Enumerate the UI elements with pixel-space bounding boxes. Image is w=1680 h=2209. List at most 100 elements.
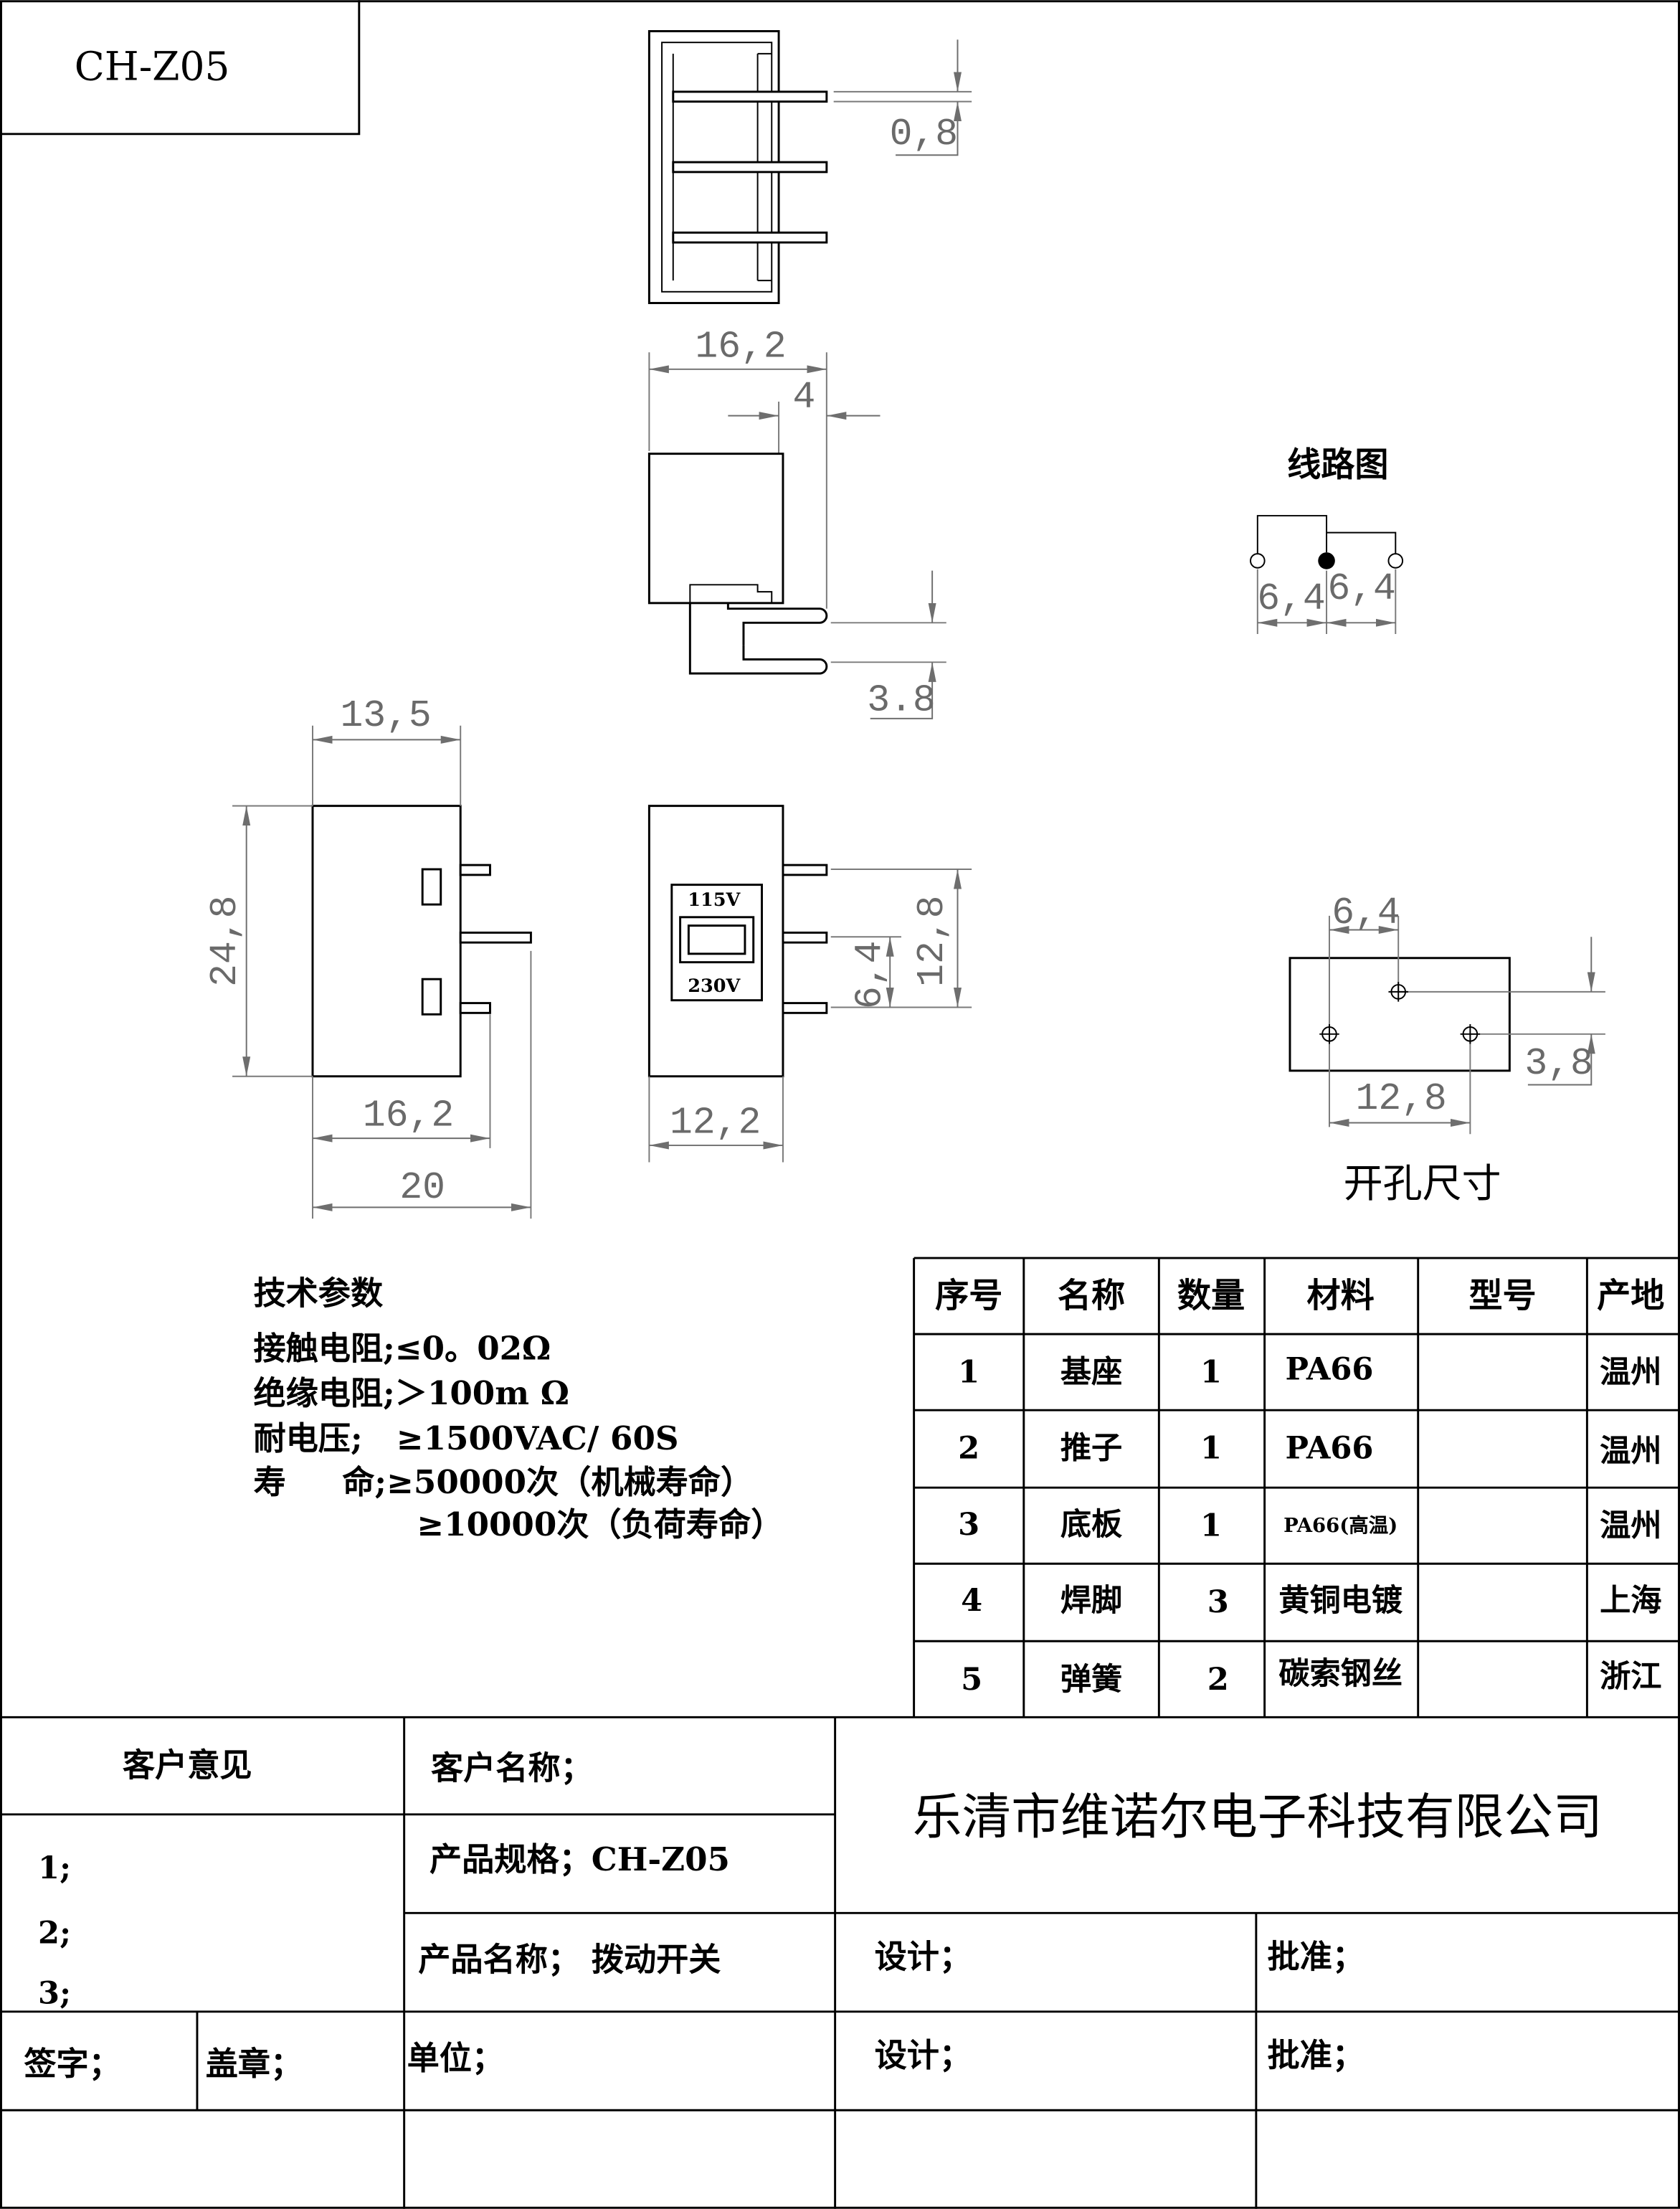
front-view-pin-2 <box>459 931 532 944</box>
customer-name-label: 客户名称； <box>431 1749 593 1787</box>
rear-view-pin-2 <box>782 931 828 944</box>
header-material: 材料 <box>1307 1277 1375 1316</box>
parts-table-header: 序号 名称 数量 材料 型号 产地 <box>935 1277 1664 1316</box>
cutout-title: 开孔尺寸 <box>1344 1160 1501 1206</box>
rear-view-pin-3 <box>782 1002 828 1014</box>
cell-origin: 温州 <box>1600 1508 1661 1544</box>
cell-qty: 2 <box>1207 1661 1229 1698</box>
header-no: 序号 <box>935 1277 1002 1316</box>
side-view-body <box>647 453 784 605</box>
header-qty: 数量 <box>1177 1277 1245 1316</box>
side-view-step <box>689 584 773 603</box>
approve-label-2: 批准； <box>1268 2036 1365 2074</box>
table-row: 3 底板 1 PA66(高温) 温州 <box>958 1506 1661 1544</box>
rear-pin-pitch-dimension: 6,4 <box>849 941 892 1009</box>
product-name-label: 产品名称； 拨动开关 <box>418 1941 721 1979</box>
cell-material: 黄铜电镀 <box>1278 1582 1403 1619</box>
mounting-hole-right <box>1460 1024 1481 1044</box>
side-length-dimension: 16,2 <box>695 325 786 368</box>
top-view: 0,8 <box>647 29 972 304</box>
voltage-label-115v: 115V <box>688 889 741 911</box>
tech-param-insulation-resistance: 绝缘电阻;＞100m Ω <box>254 1374 569 1412</box>
pin-thickness-dimension: 0,8 <box>890 113 958 156</box>
body-to-pin-dimension: 16,2 <box>363 1094 454 1137</box>
pin-pitch-dimension: 3.8 <box>867 678 935 722</box>
panel-cutout: 6,4 3,8 12,8 开孔尺寸 <box>1289 891 1605 1206</box>
signature-label: 签字； <box>24 2045 120 2083</box>
cell-qty: 3 <box>1207 1584 1229 1620</box>
pin-thickness-arrow-bottom <box>896 101 962 156</box>
tech-param-load-life: ≥10000次（负荷寿命） <box>417 1505 783 1543</box>
opinion-item-1: 1; <box>38 1850 71 1886</box>
circuit-terminal-common <box>1318 552 1335 569</box>
customer-opinion-heading: 客户意见 <box>123 1746 252 1784</box>
voltage-slider-knob <box>687 924 746 955</box>
top-view-pin-2 <box>672 161 828 174</box>
opinion-item-2: 2; <box>38 1914 71 1951</box>
cell-name: 基座 <box>1060 1354 1122 1391</box>
cell-material: PA66(高温) <box>1283 1514 1397 1537</box>
front-view-pin-1 <box>459 864 491 876</box>
cell-qty: 1 <box>1200 1508 1222 1544</box>
table-row: 4 焊脚 3 黄铜电镀 上海 <box>961 1582 1661 1620</box>
side-view-extension-lines <box>648 352 946 663</box>
cell-material: PA66 <box>1285 1430 1373 1467</box>
front-width-dimension: 13,5 <box>340 694 431 737</box>
cell-origin: 温州 <box>1600 1354 1661 1391</box>
cell-qty: 1 <box>1200 1430 1222 1467</box>
front-height-dimension: 24,8 <box>204 896 247 987</box>
front-view-pin-3 <box>459 1002 491 1014</box>
cell-origin: 温州 <box>1600 1433 1661 1470</box>
header-model: 型号 <box>1468 1277 1536 1316</box>
cell-no: 1 <box>958 1354 979 1391</box>
cell-qty: 1 <box>1200 1354 1222 1391</box>
cell-name: 底板 <box>1060 1506 1123 1543</box>
design-label-2: 设计； <box>875 2036 972 2074</box>
technical-parameters: 技术参数 接触电阻;≤0。02Ω 绝缘电阻;＞100m Ω 耐电压; ≥1500… <box>254 1274 784 1543</box>
product-spec-label: 产品规格；CH-Z05 <box>430 1840 730 1878</box>
header-origin: 产地 <box>1597 1277 1664 1316</box>
front-view: 13,5 24,8 16,2 20 <box>204 694 532 1219</box>
cell-name: 焊脚 <box>1060 1582 1122 1619</box>
cell-no: 5 <box>961 1661 982 1698</box>
circuit-left-dimension: 6,4 <box>1257 577 1325 620</box>
front-view-slot-lower <box>421 978 442 1016</box>
rear-width-dimension: 12,2 <box>670 1102 761 1145</box>
cell-material: PA66 <box>1285 1351 1373 1388</box>
cutout-extension-lines <box>1328 915 1605 1135</box>
model-title-box: CH-Z05 <box>0 0 361 136</box>
cell-name: 弹簧 <box>1060 1661 1122 1698</box>
title-block: 客户意见 客户名称； 产品规格；CH-Z05 乐清市维诺尔电子科技有限公司 1;… <box>0 1716 1680 2209</box>
top-view-pin-1 <box>672 90 828 103</box>
tech-params-title: 技术参数 <box>254 1274 384 1312</box>
rear-view-pin-1 <box>782 864 828 876</box>
circuit-terminal-left <box>1250 553 1266 569</box>
model-title-box-frame <box>0 0 361 136</box>
front-view-slot-upper <box>421 868 442 906</box>
cutout-pitch-y-arrow-bottom <box>1527 1033 1595 1086</box>
circuit-right-dimension: 6,4 <box>1327 567 1395 610</box>
cutout-pitch-y-dimension: 3,8 <box>1524 1042 1593 1085</box>
side-view-pin-upper <box>726 602 828 645</box>
top-view-pin-3 <box>672 231 828 244</box>
cell-no: 4 <box>961 1582 982 1619</box>
unit-label: 单位； <box>407 2039 504 2077</box>
circuit-diagram: 线路图 6,4 6,4 <box>1250 445 1404 635</box>
rear-view-extension-lines <box>648 869 972 1163</box>
tech-param-mechanical-life: 寿 命;≥50000次（机械寿命） <box>254 1463 754 1501</box>
mounting-hole-left <box>1319 1024 1339 1044</box>
hole-crosshair <box>1460 1024 1481 1044</box>
voltage-selector-window <box>670 884 763 1002</box>
table-row: 2 推子 1 PA66 温州 <box>958 1430 1661 1470</box>
hole-crosshair <box>1319 1024 1339 1044</box>
cutout-span-dimension: 12,8 <box>1356 1077 1447 1120</box>
parts-table-grid <box>913 1257 1680 1718</box>
circuit-diagram-title: 线路图 <box>1287 445 1388 485</box>
side-view: 16,2 4 3.8 <box>647 325 946 722</box>
front-view-extension-lines <box>232 725 532 1219</box>
step-dimension: 4 <box>793 376 816 419</box>
cutout-outline <box>1289 957 1511 1072</box>
tech-param-contact-resistance: 接触电阻;≤0。02Ω <box>254 1329 551 1367</box>
